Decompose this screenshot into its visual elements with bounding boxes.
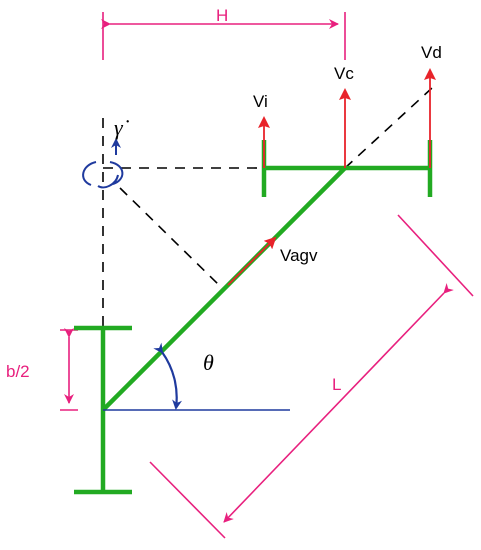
theta-arc bbox=[153, 342, 183, 410]
H-label: H bbox=[216, 6, 228, 25]
dimension-b-half bbox=[60, 328, 78, 411]
theta-label: θ bbox=[203, 350, 214, 375]
velocity-vectors bbox=[227, 68, 436, 286]
L-extension-top bbox=[397, 214, 474, 297]
dimension-H bbox=[101, 12, 346, 60]
rotation-indicator bbox=[82, 140, 122, 189]
theta-angle bbox=[103, 342, 290, 411]
structure bbox=[74, 140, 433, 495]
L-dimension-line bbox=[223, 283, 454, 523]
L-extension-bottom bbox=[149, 461, 226, 539]
inclined-link bbox=[101, 166, 347, 412]
Vagv-label: Vagv bbox=[280, 246, 318, 265]
guide-lines bbox=[102, 87, 433, 330]
rotation-arrow-icon bbox=[82, 140, 122, 189]
radial-dashed bbox=[344, 87, 433, 169]
perpendicular-dashed bbox=[119, 187, 223, 289]
Vagv-arrow bbox=[227, 236, 277, 286]
dimension-L bbox=[149, 214, 474, 539]
gamma-dot-label: γ̇ bbox=[114, 115, 130, 140]
L-label: L bbox=[332, 375, 341, 394]
b-half-label: b/2 bbox=[6, 362, 30, 381]
Vi-label: Vi bbox=[253, 92, 268, 111]
Vd-label: Vd bbox=[421, 43, 442, 62]
Vc-label: Vc bbox=[334, 64, 354, 83]
